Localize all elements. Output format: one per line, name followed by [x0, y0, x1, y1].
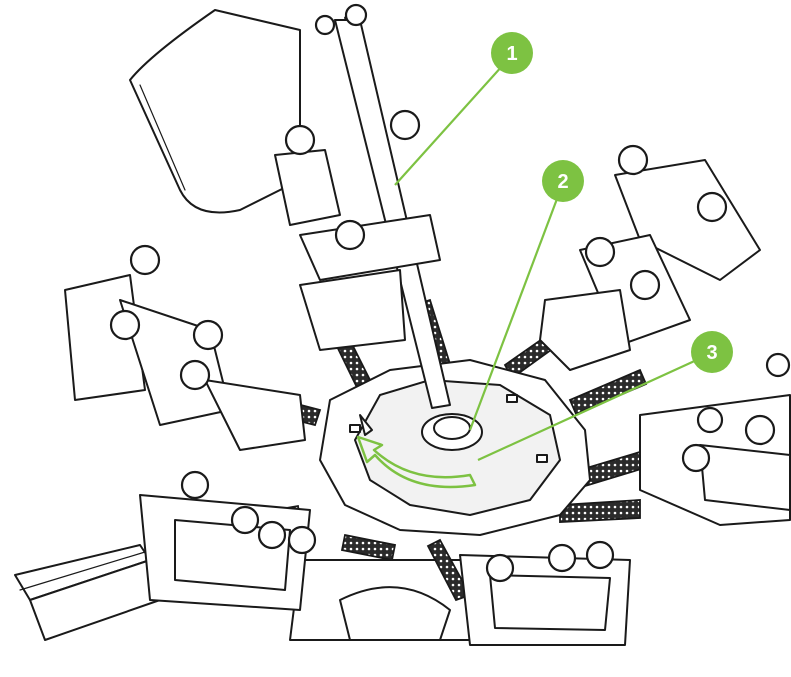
callout-1-label: 1 — [506, 43, 517, 65]
callout-1: 1 — [394, 32, 533, 186]
callout-3-label: 3 — [706, 342, 717, 364]
callout-3-leader — [477, 351, 713, 462]
right-station — [639, 352, 791, 526]
hub-plate — [319, 359, 591, 536]
callout-2-label: 2 — [557, 171, 568, 193]
callout-1-leader — [394, 54, 513, 186]
top-platen-station — [129, 3, 451, 409]
top-right-station — [539, 144, 761, 371]
callout-1-badge — [491, 32, 533, 74]
left-station — [64, 244, 306, 451]
callout-2-badge — [542, 160, 584, 202]
base-rail — [14, 544, 161, 641]
bottom-left-station — [139, 470, 317, 611]
press-stand — [289, 559, 491, 641]
bottom-center-station — [459, 540, 631, 646]
callout-2-leader — [468, 182, 565, 431]
callout-2: 2 — [468, 160, 584, 431]
callout-3: 3 — [477, 331, 733, 462]
callout-3-badge — [691, 331, 733, 373]
rotation-arrow — [356, 435, 477, 489]
